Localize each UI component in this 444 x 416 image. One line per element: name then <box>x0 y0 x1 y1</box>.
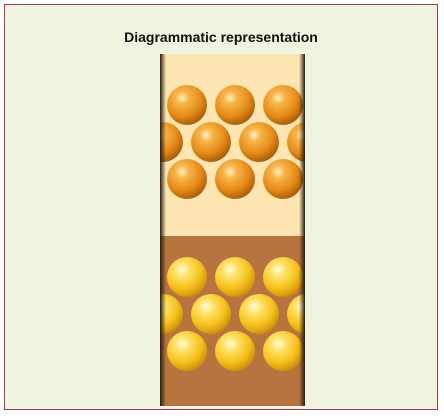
upper-particle <box>191 122 231 162</box>
upper-particle <box>167 159 207 199</box>
lower-particle <box>191 294 231 334</box>
figure-title: Diagrammatic representation <box>124 29 318 45</box>
upper-particle <box>167 85 207 125</box>
lower-particle <box>215 257 255 297</box>
lower-particle <box>215 331 255 371</box>
lower-particle <box>239 294 279 334</box>
column-left-edge <box>160 54 166 406</box>
lower-particle <box>263 331 303 371</box>
upper-particle <box>263 159 303 199</box>
upper-particle <box>263 85 303 125</box>
lower-particle <box>167 331 207 371</box>
particle-column-diagram <box>160 54 305 406</box>
lower-particle <box>167 257 207 297</box>
upper-particle <box>239 122 279 162</box>
lower-particle <box>263 257 303 297</box>
upper-particle <box>215 85 255 125</box>
upper-layer-background <box>160 54 305 236</box>
upper-particle <box>215 159 255 199</box>
column-right-edge <box>299 54 305 406</box>
figure-panel: Diagrammatic representation <box>4 4 438 410</box>
